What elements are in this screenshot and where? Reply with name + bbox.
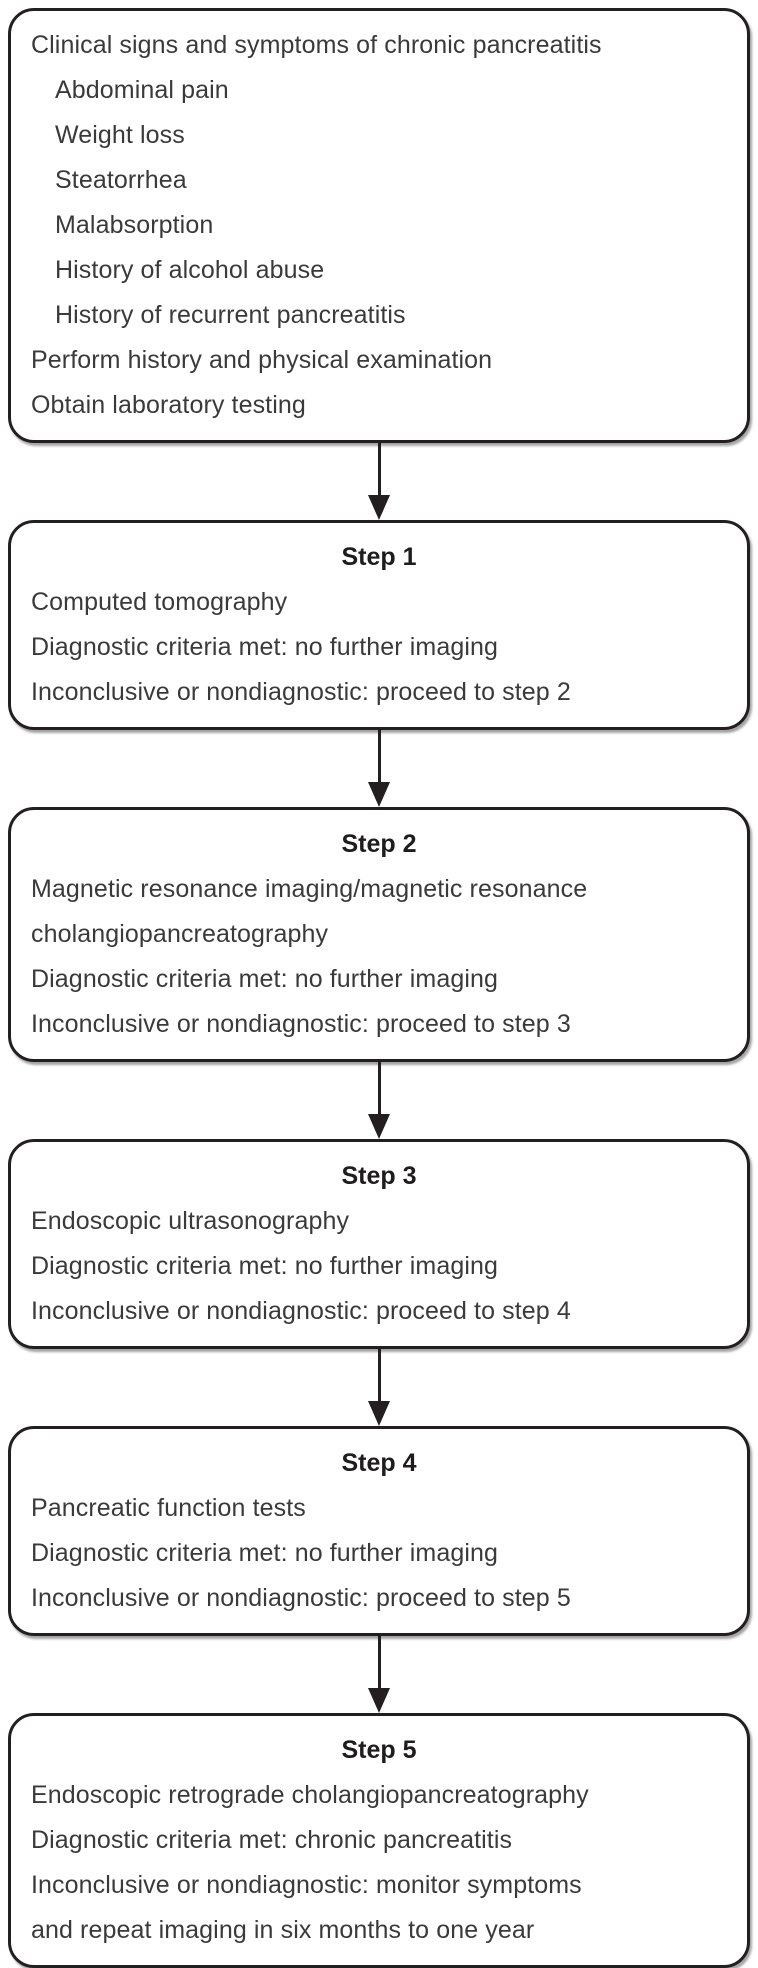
action-item: Perform history and physical examination — [31, 346, 493, 374]
box-step-5: Step 5 Endoscopic retrograde cholangiopa… — [8, 1713, 750, 1968]
step-title: Step 3 — [341, 1162, 417, 1190]
arrow-shaft — [377, 1349, 381, 1402]
symptom-item: Weight loss — [55, 121, 185, 149]
step-title: Step 5 — [341, 1736, 417, 1764]
step-outcome-inconclusive: Inconclusive or nondiagnostic: proceed t… — [31, 678, 571, 706]
arrow-down-icon — [8, 730, 750, 807]
symptom-item: History of alcohol abuse — [55, 256, 325, 284]
step-outcome-inconclusive: Inconclusive or nondiagnostic: proceed t… — [31, 1584, 571, 1612]
arrow-shaft — [377, 730, 381, 783]
step-outcome-met: Diagnostic criteria met: no further imag… — [31, 965, 498, 993]
step-outcome-met: Diagnostic criteria met: no further imag… — [31, 633, 498, 661]
symptom-item: Malabsorption — [55, 211, 214, 239]
step-title: Step 1 — [341, 543, 417, 571]
arrow-down-icon — [8, 1636, 750, 1713]
arrow-down-icon — [8, 1062, 750, 1139]
step-title: Step 4 — [341, 1449, 417, 1477]
step-outcome-inconclusive: Inconclusive or nondiagnostic: proceed t… — [31, 1010, 571, 1038]
arrow-shaft — [377, 443, 381, 496]
symptom-item: History of recurrent pancreatitis — [55, 301, 406, 329]
step-modality-continued: cholangiopancreatography — [31, 920, 329, 948]
box-step-4: Step 4 Pancreatic function tests Diagnos… — [8, 1426, 750, 1636]
symptom-item: Steatorrhea — [55, 166, 187, 194]
arrow-head — [368, 782, 390, 807]
arrow-down-icon — [8, 443, 750, 520]
arrow-shaft — [377, 1062, 381, 1115]
step-outcome-inconclusive: Inconclusive or nondiagnostic: monitor s… — [31, 1871, 582, 1899]
action-item: Obtain laboratory testing — [31, 391, 306, 419]
step-title: Step 2 — [341, 830, 417, 858]
arrow-head — [368, 1114, 390, 1139]
step-outcome-inconclusive: Inconclusive or nondiagnostic: proceed t… — [31, 1297, 571, 1325]
box-step-2: Step 2 Magnetic resonance imaging/magnet… — [8, 807, 750, 1062]
step-modality: Endoscopic ultrasonography — [31, 1207, 350, 1235]
arrow-head — [368, 1401, 390, 1426]
step-outcome-met: Diagnostic criteria met: no further imag… — [31, 1252, 498, 1280]
box-clinical-signs: Clinical signs and symptoms of chronic p… — [8, 8, 750, 443]
step-modality: Computed tomography — [31, 588, 288, 616]
symptom-item: Abdominal pain — [55, 76, 229, 104]
step-modality: Pancreatic function tests — [31, 1494, 306, 1522]
arrow-head — [368, 495, 390, 520]
arrow-head — [368, 1688, 390, 1713]
step-modality: Endoscopic retrograde cholangiopancreato… — [31, 1781, 589, 1809]
arrow-shaft — [377, 1636, 381, 1689]
box-step-3: Step 3 Endoscopic ultrasonography Diagno… — [8, 1139, 750, 1349]
step-outcome-inconclusive-continued: and repeat imaging in six months to one … — [31, 1916, 535, 1944]
clinical-signs-heading: Clinical signs and symptoms of chronic p… — [31, 31, 602, 59]
step-outcome-met: Diagnostic criteria met: chronic pancrea… — [31, 1826, 513, 1854]
arrow-down-icon — [8, 1349, 750, 1426]
step-modality: Magnetic resonance imaging/magnetic reso… — [31, 875, 588, 903]
box-step-1: Step 1 Computed tomography Diagnostic cr… — [8, 520, 750, 730]
step-outcome-met: Diagnostic criteria met: no further imag… — [31, 1539, 498, 1567]
